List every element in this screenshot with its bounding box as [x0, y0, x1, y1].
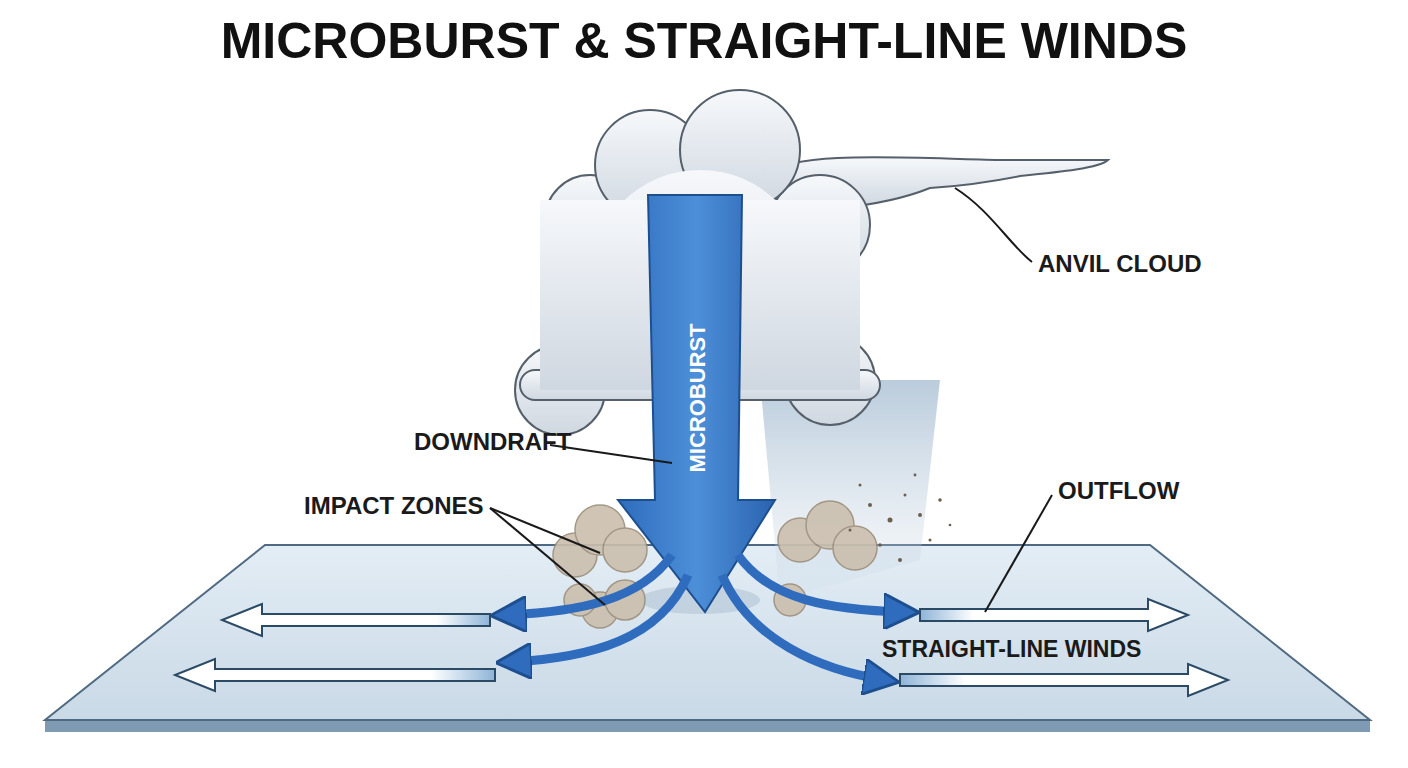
leader-line — [490, 188, 1052, 612]
anvil-label: ANVIL CLOUD — [1038, 250, 1202, 278]
wind-label: STRAIGHT-LINE WINDS — [882, 636, 1141, 663]
downdraft-label: DOWNDRAFT — [414, 428, 571, 456]
diagram-title: MICROBURST & STRAIGHT-LINE WINDS — [0, 12, 1408, 70]
downdraft-arrow — [618, 195, 775, 612]
debris-dots — [849, 474, 952, 562]
microburst-label: MICROBURST — [684, 323, 710, 472]
impact-label: IMPACT ZONES — [304, 492, 484, 520]
wind-arrow — [175, 599, 1228, 696]
outflow-label: OUTFLOW — [1058, 477, 1179, 505]
storm-cloud — [515, 90, 1108, 435]
outflow-arrow — [505, 555, 905, 680]
